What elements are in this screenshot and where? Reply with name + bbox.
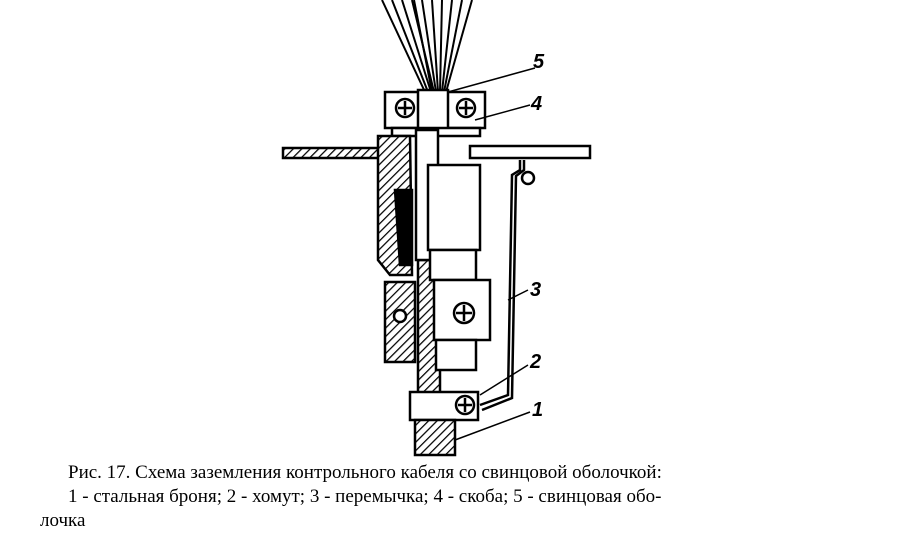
cable-grounding-diagram: 5 4 3 2 1 [281,0,592,457]
label-4: 4 [530,93,542,115]
bracket-4 [383,88,487,138]
lead-sheathed-cable [414,128,492,372]
caption-legend-continued: лочка [40,510,86,531]
hatched-body [376,134,442,412]
jumper-3 [479,160,536,412]
label-3: 3 [530,279,541,301]
label-5: 5 [533,51,545,73]
label-2: 2 [529,351,541,373]
cable-wires [381,0,473,93]
caption-legend: 1 - стальная броня; 2 - хомут; 3 - перем… [68,486,662,507]
steel-armor-1 [413,418,457,457]
clamp-2 [408,390,480,422]
leader-lines [447,67,536,441]
label-1: 1 [532,399,543,421]
caption-title: Рис. 17. Схема заземления контрольного к… [68,462,662,483]
